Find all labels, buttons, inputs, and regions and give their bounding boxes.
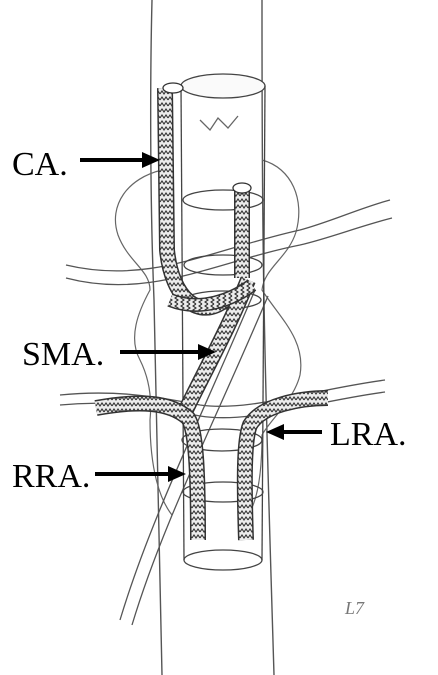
ca-limb	[163, 83, 225, 308]
ca-label: CA.	[12, 148, 68, 182]
sma-label: SMA.	[22, 338, 104, 372]
artist-signature: L7	[345, 598, 364, 619]
lra-label: LRA.	[330, 418, 407, 452]
rra-limb	[96, 403, 198, 540]
aneurysm-sac	[115, 160, 300, 515]
rra-label: RRA.	[12, 460, 90, 494]
lra-limb	[245, 398, 328, 540]
